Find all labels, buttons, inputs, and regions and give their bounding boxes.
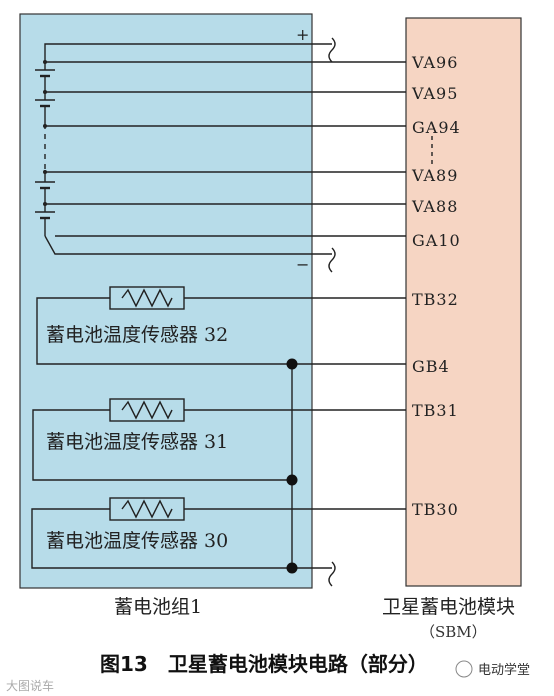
pin-label: GA94	[412, 118, 461, 137]
junction-dot	[286, 562, 298, 574]
watermark-left: 大图说车	[6, 678, 54, 693]
minus-sign: −	[296, 255, 310, 274]
plus-sign: +	[296, 25, 310, 44]
pin-label: TB32	[412, 290, 459, 309]
pin-label: GB4	[412, 357, 450, 376]
sbm-abbr-label: （SBM）	[420, 623, 487, 641]
resistor-icon	[109, 497, 185, 521]
junction-dot	[286, 474, 298, 486]
pin-label: VA95	[411, 84, 458, 103]
sensor-label: 蓄电池温度传感器 32	[46, 324, 228, 346]
figure-caption: 图13 卫星蓄电池模块电路（部分）	[100, 652, 428, 676]
temperature-sensor-32	[36, 286, 406, 365]
sensor-label: 蓄电池温度传感器 30	[46, 530, 228, 552]
wechat-icon	[455, 660, 473, 678]
pin-label: VA88	[411, 197, 458, 216]
temperature-sensor-31	[32, 398, 406, 481]
watermark-right: 电动学堂	[478, 662, 530, 678]
pin-label: VA89	[411, 166, 458, 185]
pin-label: TB30	[412, 500, 459, 519]
pin-label: TB31	[412, 401, 459, 420]
pin-label: VA96	[411, 53, 458, 72]
sbm-module-box	[405, 17, 522, 587]
sbm-label: 卫星蓄电池模块	[382, 596, 515, 618]
pin-label: GA10	[412, 231, 461, 250]
resistor-icon	[109, 286, 185, 310]
battery-cell-chain	[35, 37, 406, 273]
junction-dot	[286, 358, 298, 370]
resistor-icon	[109, 398, 185, 422]
temperature-sensor-30	[31, 497, 406, 587]
battery-pack-label: 蓄电池组1	[114, 596, 202, 618]
sensor-label: 蓄电池温度传感器 31	[46, 431, 228, 453]
